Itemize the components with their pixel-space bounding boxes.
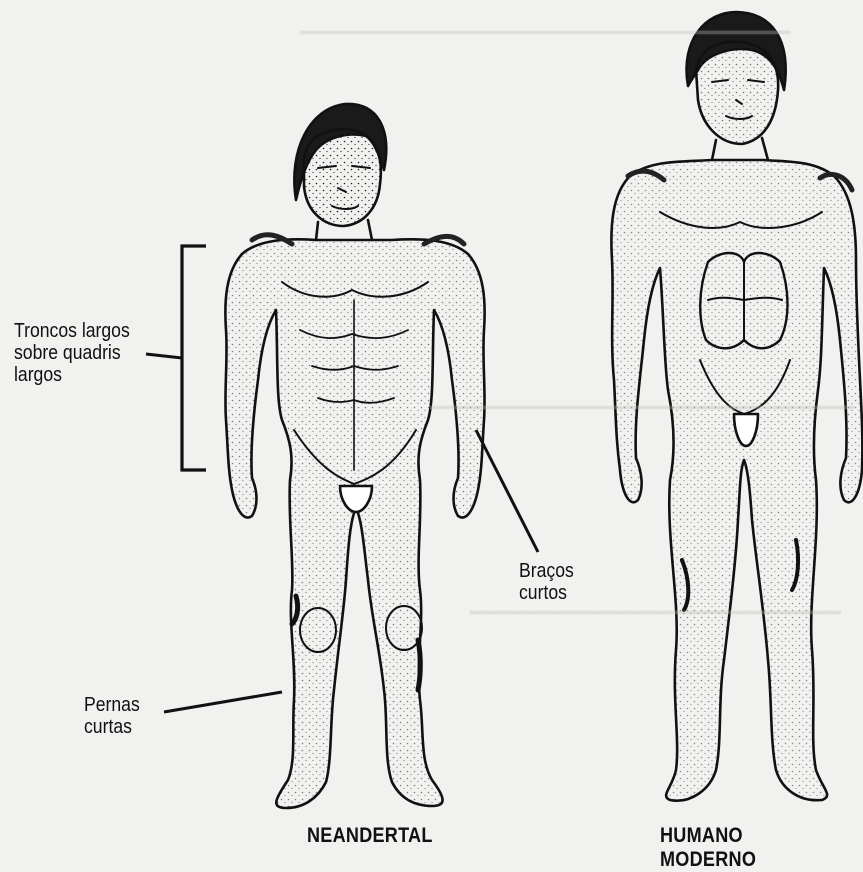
neanderthal-figure	[225, 104, 484, 808]
neanderthal-caption: NEANDERTAL	[307, 824, 433, 848]
arms-label: Braços curtos	[519, 560, 574, 604]
bleed-through-texture: ━━━━━━━━━━━━━━━━━━━━━━━━━━━━━━━━	[430, 395, 854, 421]
legs-label-line-1: Pernas	[84, 694, 140, 716]
modern-human-body	[611, 160, 862, 801]
arms-pointer-line	[476, 430, 538, 552]
legs-pointer-line	[164, 692, 282, 712]
legs-label-line-2: curtas	[84, 716, 140, 738]
arms-label-line-2: curtos	[519, 582, 574, 604]
trunk-label-line-1: Troncos largos	[14, 320, 130, 342]
neanderthal-body	[225, 239, 484, 808]
arms-label-line-1: Braços	[519, 560, 574, 582]
trunk-bracket	[182, 246, 206, 470]
modern-human-caption: HUMANO MODERNO	[660, 824, 835, 872]
trunk-label: Troncos largos sobre quadris largos	[14, 320, 130, 386]
bleed-through-texture: ━━━━━━━━━━━━━━━━━━━━━━━━━━━━━━━━━━━━━	[300, 20, 790, 46]
trunk-label-line-3: largos	[14, 364, 130, 386]
neanderthal-head	[304, 129, 381, 226]
trunk-label-line-2: sobre quadris	[14, 342, 130, 364]
modern-human-head	[696, 42, 778, 144]
legs-label: Pernas curtas	[84, 694, 140, 738]
trunk-pointer-line	[146, 354, 182, 358]
